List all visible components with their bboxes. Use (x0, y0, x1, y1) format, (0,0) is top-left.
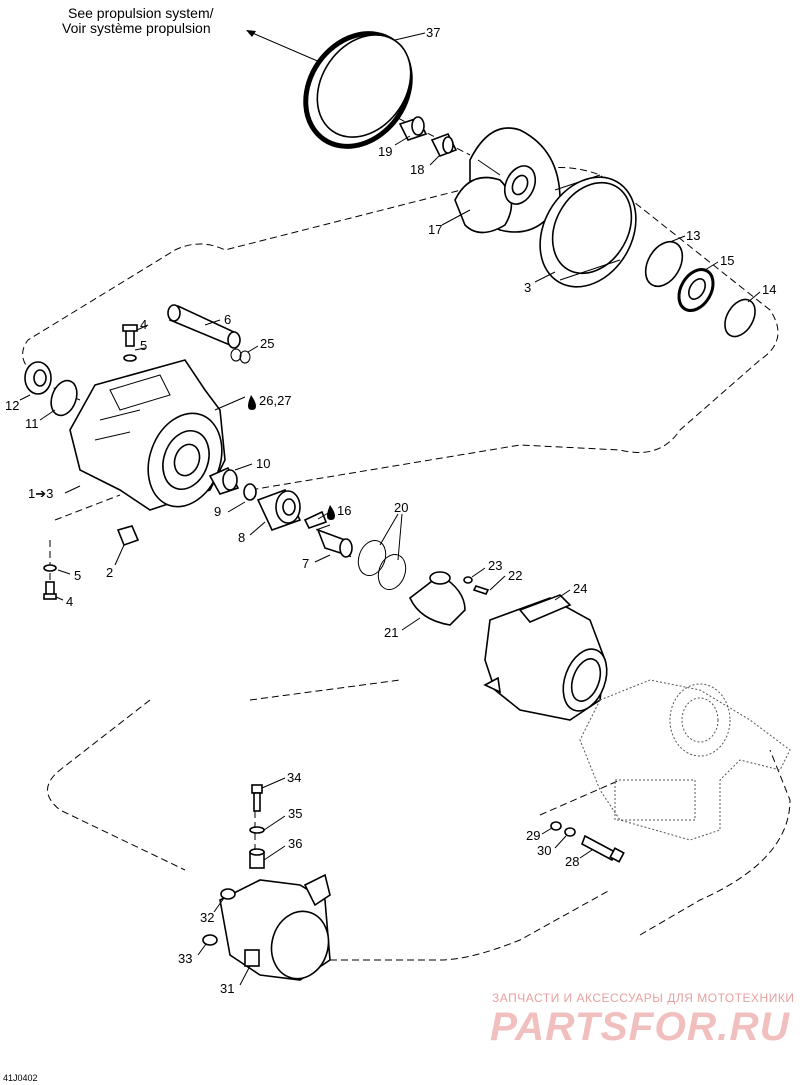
ref-17: 17 (428, 222, 442, 237)
ref-5-bottom: 5 (74, 568, 81, 583)
ref-20: 20 (394, 500, 408, 515)
caption-line-1: See propulsion system/ (68, 5, 214, 21)
watermark: ЗАПЧАСТИ И АКСЕССУАРЫ ДЛЯ МОТОТЕХНИКИ PA… (490, 991, 794, 1049)
part-7-shaft (315, 524, 353, 558)
part-21-cone (409, 571, 466, 626)
ref-23: 23 (488, 558, 502, 573)
ref-11: 11 (25, 416, 39, 431)
part-6-tube (167, 304, 241, 349)
ref-3: 3 (524, 280, 531, 295)
ref-10: 10 (256, 456, 270, 471)
ref-24: 24 (573, 581, 587, 596)
part-31-reverse-housing (219, 873, 331, 981)
part-15-seal (677, 268, 715, 312)
part-11-o-ring-left (50, 379, 78, 417)
nozzle-ghost-outline (579, 679, 791, 841)
ref-29: 29 (526, 828, 540, 843)
part-36-spacer (249, 848, 265, 869)
part-30-washer (564, 827, 576, 837)
diagram-code: 41J0402 (3, 1073, 38, 1083)
ref-28: 28 (565, 854, 579, 869)
reference-numbers: 37 19 18 17 3 13 15 14 6 4 25 5 26,27 12… (5, 25, 776, 996)
ref-8: 8 (238, 530, 245, 545)
ref-19: 19 (378, 144, 392, 159)
part-22-screw (472, 585, 490, 595)
lower-group-outline (47, 679, 791, 961)
caption-arrowhead-icon (246, 30, 256, 37)
ref-31: 31 (220, 981, 234, 996)
drop-icon-16 (327, 505, 335, 520)
ref-33: 33 (178, 951, 192, 966)
ref-18: 18 (410, 162, 424, 177)
part-24-venturi (483, 594, 608, 721)
propulsion-caption: See propulsion system/ Voir système prop… (62, 5, 351, 76)
ref-37: 37 (426, 25, 440, 40)
ref-16: 16 (337, 503, 351, 518)
ref-34: 34 (287, 770, 301, 785)
ref-13: 13 (686, 228, 700, 243)
axis-line-left (54, 494, 121, 521)
part-12-seal-left (24, 361, 52, 395)
ref-22: 22 (508, 568, 522, 583)
upper-group-outline (22, 167, 779, 491)
ref-32: 32 (200, 910, 214, 925)
part-8-bearing (256, 489, 302, 531)
ref-15: 15 (720, 253, 734, 268)
ref-4-bottom: 4 (66, 594, 73, 609)
ref-25: 25 (260, 336, 274, 351)
part-33-nut (202, 934, 218, 946)
part-3-housing-ring (539, 174, 637, 288)
ref-26-27: 26,27 (259, 393, 292, 408)
part-19-bushing (398, 116, 428, 141)
ref-21: 21 (384, 625, 398, 640)
leader-lines (19, 32, 761, 986)
axis-line-bolt-28 (539, 779, 621, 816)
part-37-wear-ring (303, 31, 413, 149)
watermark-tagline: ЗАПЧАСТИ И АКСЕССУАРЫ ДЛЯ МОТОТЕХНИКИ (492, 991, 794, 1005)
part-2-block (116, 525, 140, 547)
part-20-o-rings (357, 540, 407, 590)
part-1-pump-housing (69, 359, 226, 511)
part-25-o-rings (230, 348, 251, 364)
ref-35: 35 (288, 806, 302, 821)
part-4-screw-top (122, 324, 138, 347)
ref-1-to-3: 1➔3 (28, 486, 53, 501)
part-16-stud (303, 510, 328, 529)
part-10-sleeve (208, 466, 240, 495)
watermark-brand: PARTSFOR.RU (490, 1005, 790, 1049)
ref-4-top: 4 (140, 317, 147, 332)
part-18-spacer (430, 132, 458, 158)
ref-36: 36 (288, 836, 302, 851)
part-29-washer (550, 821, 562, 831)
ref-7: 7 (302, 556, 309, 571)
part-35-washer (249, 826, 265, 834)
part-23-washer (463, 576, 473, 584)
ref-6: 6 (224, 312, 231, 327)
part-4-screw-bottom (43, 581, 57, 600)
part-13-retaining-ring (644, 240, 684, 288)
part-5-washer-top (123, 354, 137, 362)
part-34-bolt (251, 784, 263, 812)
caption-line-2: Voir système propulsion (62, 20, 211, 36)
drop-icon (248, 395, 256, 410)
ref-30: 30 (537, 843, 551, 858)
ref-9: 9 (214, 504, 221, 519)
part-17-impeller (454, 127, 561, 234)
ref-2: 2 (106, 565, 113, 580)
ref-5-top: 5 (140, 338, 147, 353)
part-32-bushing (220, 888, 236, 900)
ref-14: 14 (762, 282, 776, 297)
part-9-ring (243, 483, 257, 501)
ref-12: 12 (5, 398, 19, 413)
part-5-washer-bottom (43, 564, 57, 572)
part-14-o-ring (724, 298, 756, 338)
part-28-bolt (581, 834, 625, 863)
